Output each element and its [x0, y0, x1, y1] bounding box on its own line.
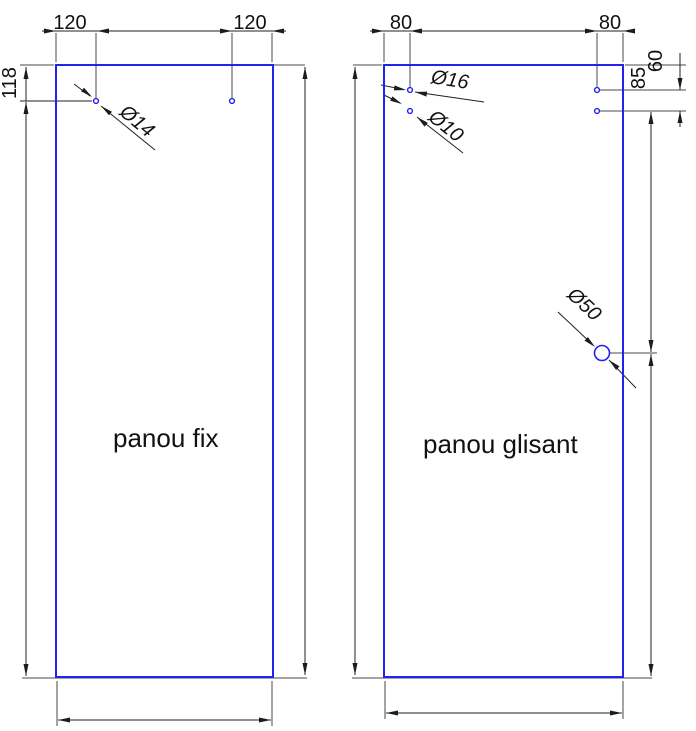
dim-label-80-left: 80 — [390, 12, 412, 34]
right-panel-title: panou glisant — [423, 429, 578, 459]
right-hole-large-d50 — [593, 344, 611, 362]
left-panel-group: 120 120 118 Ø14 panou fix — [0, 12, 308, 726]
callout-label-d16: Ø16 — [429, 66, 472, 94]
callout-label-d10: Ø10 — [423, 105, 467, 147]
left-hole-1 — [92, 97, 100, 105]
dim-label-85: 85 — [628, 67, 650, 89]
right-hole-top-left — [406, 86, 414, 94]
dim-label-60: 60 — [645, 50, 667, 72]
right-hole-lower-left — [406, 107, 414, 115]
right-panel-dimension-lines — [352, 30, 686, 719]
dim-label-118: 118 — [0, 67, 21, 99]
dim-label-120-right: 120 — [233, 12, 266, 34]
left-panel-dimension-lines — [20, 30, 307, 726]
left-panel-title: panou fix — [113, 423, 219, 453]
right-panel-outline — [383, 64, 624, 678]
right-panel-arrowheads — [352, 28, 683, 716]
dim-label-120-left: 120 — [53, 12, 86, 34]
left-panel-outline — [55, 64, 274, 678]
right-hole-top-right — [593, 86, 601, 94]
left-panel-arrowheads — [23, 28, 308, 723]
right-hole-lower-right — [593, 107, 601, 115]
right-panel-group: 80 80 85 60 Ø16 Ø10 Ø50 panou glisant — [352, 12, 686, 719]
dim-label-80-right: 80 — [599, 12, 621, 34]
callout-label-d50: Ø50 — [562, 283, 605, 326]
callout-label-d14: Ø14 — [115, 100, 159, 142]
left-hole-2 — [228, 97, 236, 105]
